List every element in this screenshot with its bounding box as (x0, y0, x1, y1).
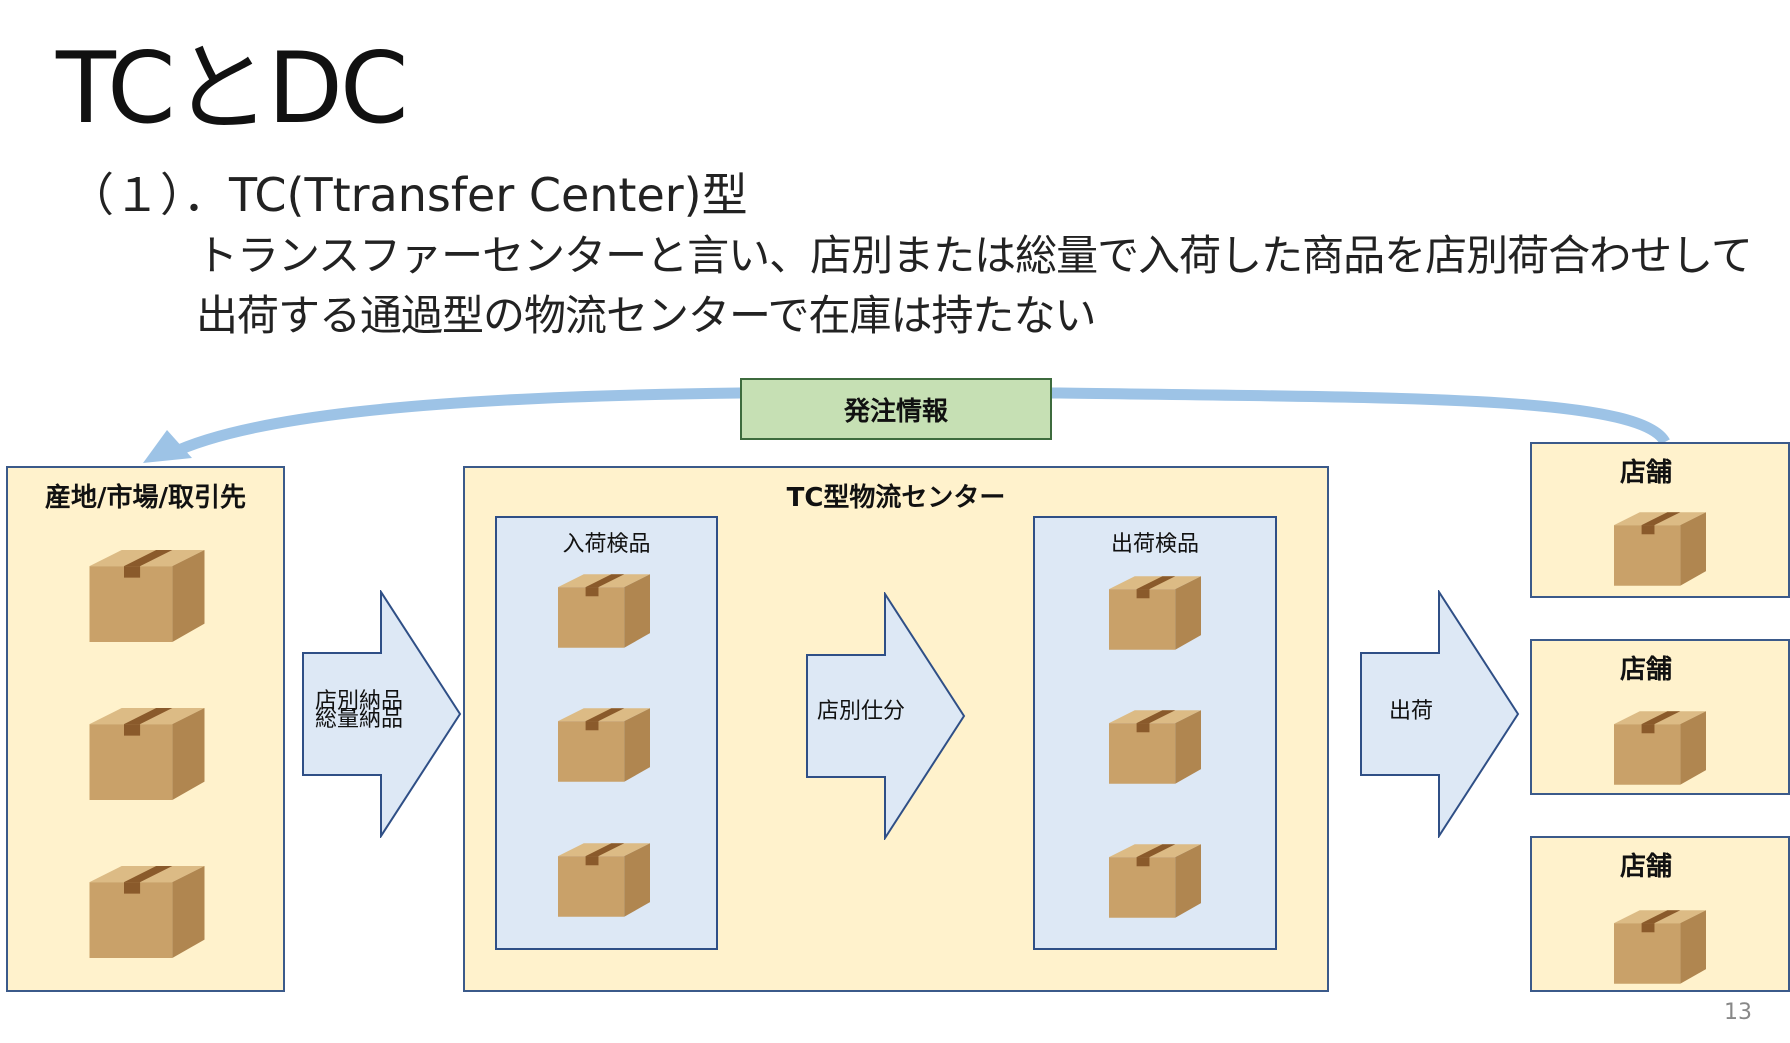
description-line-2: 出荷する通過型の物流センターで在庫は持たない (196, 291, 1096, 340)
delivery-arrow (302, 590, 462, 838)
box-icon (1614, 910, 1706, 984)
shipping-label: 出荷 (1389, 699, 1434, 724)
box-icon (89, 550, 205, 642)
box-icon (558, 708, 650, 782)
box-icon (1109, 710, 1201, 784)
store-panel: 店舗 (1530, 639, 1790, 795)
order-info-box: 発注情報 (740, 378, 1052, 440)
sorting-label: 店別仕分 (817, 699, 906, 724)
box-icon (558, 843, 650, 917)
store-label: 店舗 (1619, 852, 1672, 882)
box-icon (1614, 512, 1706, 586)
page-title: TCとDC (56, 32, 408, 146)
sorting-arrow (806, 592, 966, 840)
tc-center-label: TC型物流センター (786, 483, 1006, 513)
store-panel: 店舗 (1530, 442, 1790, 598)
page-number: 13 (1724, 1000, 1752, 1025)
section-subtitle: （１）．TC(Ttransfer Center)型 (68, 168, 748, 222)
box-icon (89, 708, 205, 800)
box-icon (1109, 576, 1201, 650)
store-panel: 店舗 (1530, 836, 1790, 992)
source-label: 産地/市場/取引先 (45, 483, 246, 513)
shipping-arrow (1360, 590, 1520, 838)
store-label: 店舗 (1619, 458, 1672, 488)
store-label: 店舗 (1619, 655, 1672, 685)
box-icon (89, 866, 205, 958)
box-icon (558, 574, 650, 648)
box-icon (1614, 711, 1706, 785)
description-line-1: トランスファーセンターと言い、店別または総量で入荷した商品を店別荷合わせして (196, 231, 1753, 280)
outbound-inspection-label: 出荷検品 (1110, 532, 1199, 557)
box-icon (1109, 844, 1201, 918)
delivery-label-store: 店別納品 (315, 689, 404, 714)
outbound-inspection-panel: 出荷検品 (1033, 516, 1277, 950)
inbound-inspection-label: 入荷検品 (562, 532, 651, 557)
delivery-label-total: 総量納品 (315, 707, 404, 732)
source-panel: 産地/市場/取引先 (6, 466, 285, 992)
inbound-inspection-panel: 入荷検品 (495, 516, 718, 950)
tc-center-panel: TC型物流センター 入荷検品 店別仕分 出荷検品 (463, 466, 1329, 992)
